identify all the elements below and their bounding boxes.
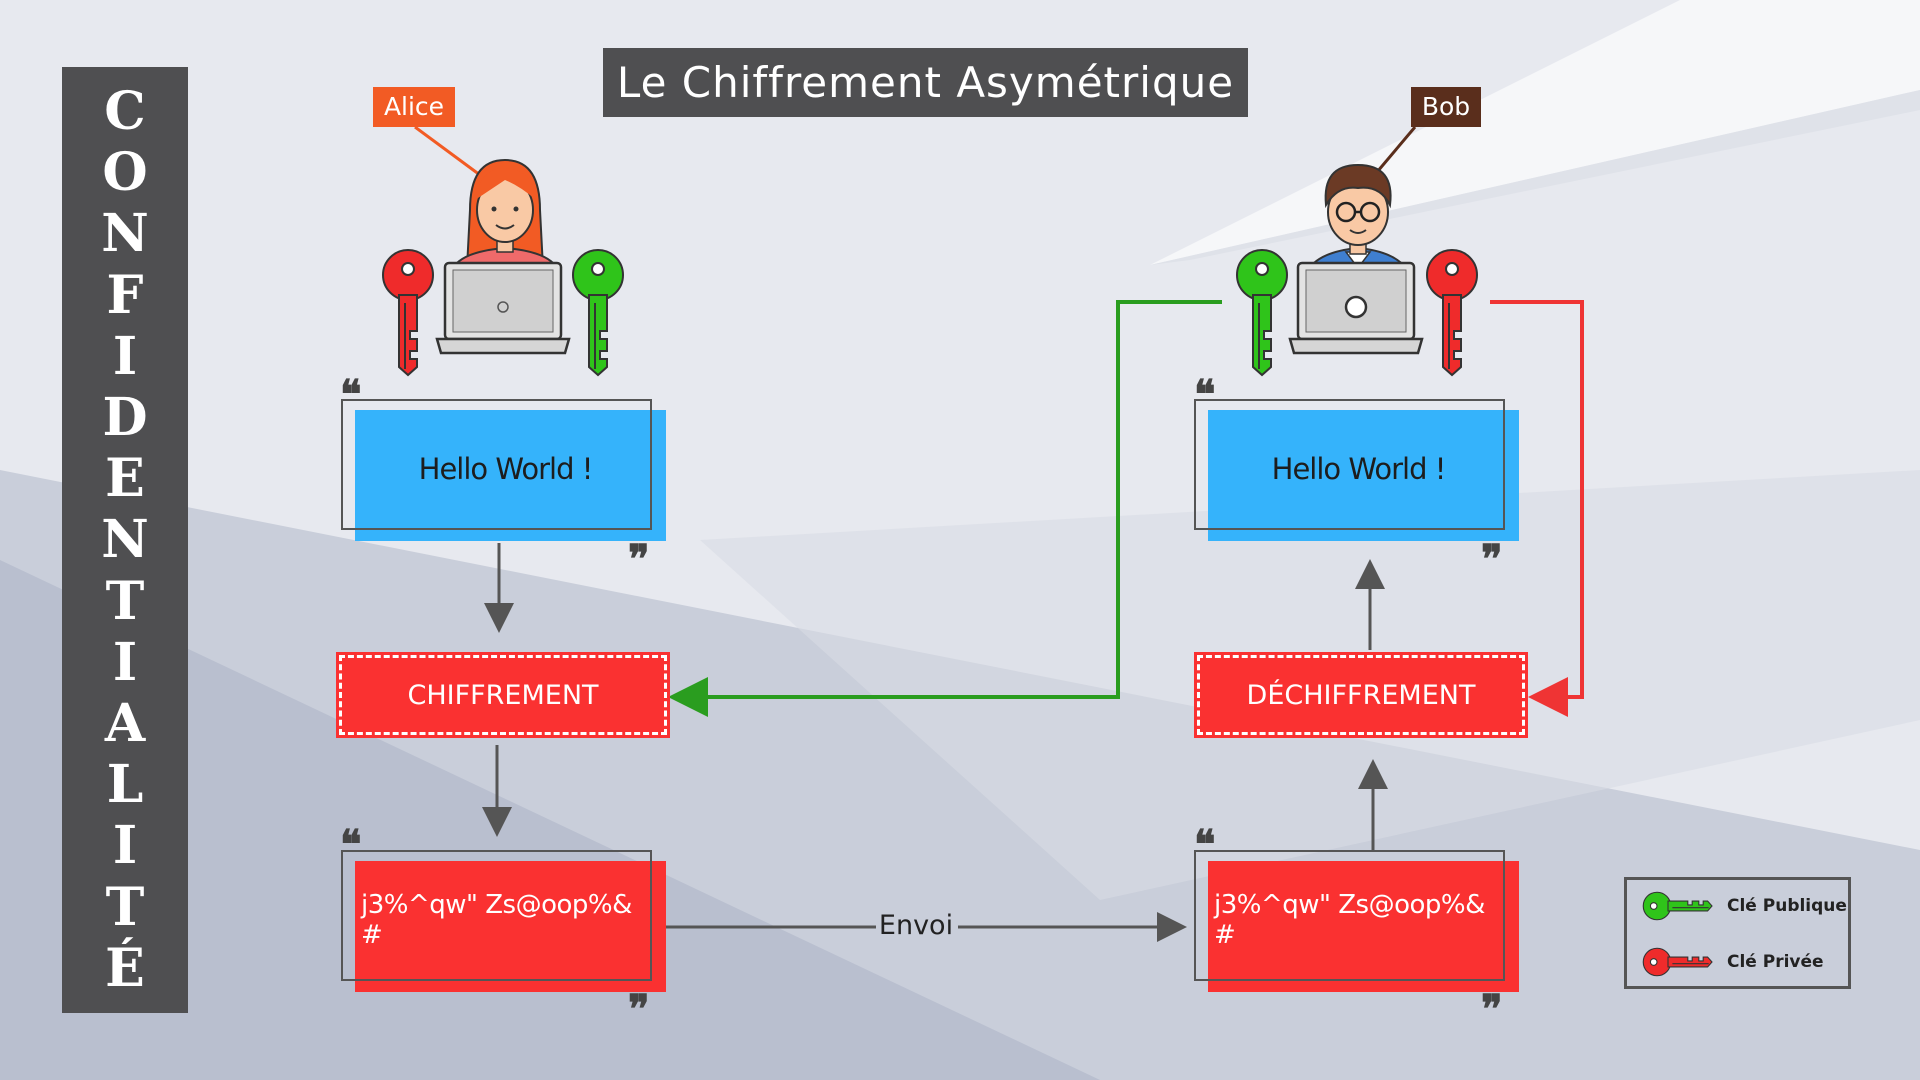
legend-public-label: Clé Publique xyxy=(1727,896,1847,916)
banner-letter: F xyxy=(106,264,144,326)
decrypt-label: DÉCHIFFREMENT xyxy=(1246,679,1476,711)
alice-avatar-icon xyxy=(448,158,562,276)
legend-item-private: Clé Privée xyxy=(1627,944,1854,984)
alice-name-tag: Alice xyxy=(373,87,455,127)
alice-cipher-message: j3%^qw" Zs@oop%& # xyxy=(341,850,652,981)
bob-name-tag: Bob xyxy=(1411,87,1481,127)
close-quote-icon: ❞ xyxy=(1481,986,1503,1033)
alice-plain-text: Hello World ! xyxy=(418,451,594,486)
encrypt-label: CHIFFREMENT xyxy=(407,679,599,711)
banner-letter: A xyxy=(104,692,146,754)
open-quote-icon: ❝ xyxy=(1194,821,1216,868)
bob-plain-text: Hello World ! xyxy=(1271,451,1447,486)
close-quote-icon: ❞ xyxy=(1481,536,1503,583)
key-icon xyxy=(1426,249,1478,376)
alice-cipher-text: j3%^qw" Zs@oop%& # xyxy=(361,889,632,950)
banner-letter: I xyxy=(112,631,138,693)
banner-letter: É xyxy=(105,937,145,999)
bob-avatar-icon xyxy=(1303,163,1412,276)
open-quote-icon: ❝ xyxy=(340,371,362,418)
alice-plain-message: Hello World ! xyxy=(341,399,652,530)
legend: Clé Publique Clé Privée xyxy=(1624,877,1851,989)
banner-letter: E xyxy=(105,448,145,510)
banner-letter: T xyxy=(105,876,145,938)
key-icon xyxy=(382,249,434,376)
close-quote-icon: ❞ xyxy=(628,986,650,1033)
banner-letter: N xyxy=(101,509,149,571)
alice-cipher-fill xyxy=(355,861,666,992)
banner-letter: D xyxy=(102,387,148,449)
key-icon xyxy=(1236,249,1288,376)
confidentiality-banner: C O N F I D E N T I A L I T É xyxy=(62,67,188,1013)
bob-cipher-text: j3%^qw" Zs@oop%& # xyxy=(1214,889,1485,950)
page-title: Le Chiffrement Asymétrique xyxy=(603,48,1248,117)
open-quote-icon: ❝ xyxy=(1194,371,1216,418)
send-label: Envoi xyxy=(878,910,954,941)
laptop-icon xyxy=(1288,261,1424,355)
alice-plain-fill xyxy=(355,410,666,541)
encrypt-box: CHIFFREMENT xyxy=(336,652,670,738)
laptop-icon xyxy=(435,261,571,355)
banner-letter: N xyxy=(101,203,149,265)
alice-tag-pointer xyxy=(414,125,481,177)
banner-letter: C xyxy=(104,81,146,143)
legend-private-label: Clé Privée xyxy=(1727,952,1824,972)
bob-plain-fill xyxy=(1208,410,1519,541)
close-quote-icon: ❞ xyxy=(628,536,650,583)
private-key-connector xyxy=(1490,300,1584,717)
open-quote-icon: ❝ xyxy=(340,821,362,868)
legend-item-public: Clé Publique xyxy=(1627,888,1854,928)
bob-plain-message: Hello World ! xyxy=(1194,399,1505,530)
public-key-connector xyxy=(668,300,1222,717)
banner-letter: T xyxy=(105,570,145,632)
banner-letter: L xyxy=(106,754,144,816)
banner-letter: I xyxy=(112,815,138,877)
bob-cipher-fill xyxy=(1208,861,1519,992)
banner-letter: O xyxy=(102,142,148,204)
decrypt-box: DÉCHIFFREMENT xyxy=(1194,652,1528,738)
key-icon xyxy=(572,249,624,376)
banner-letter: I xyxy=(112,325,138,387)
bob-cipher-message: j3%^qw" Zs@oop%& # xyxy=(1194,850,1505,981)
